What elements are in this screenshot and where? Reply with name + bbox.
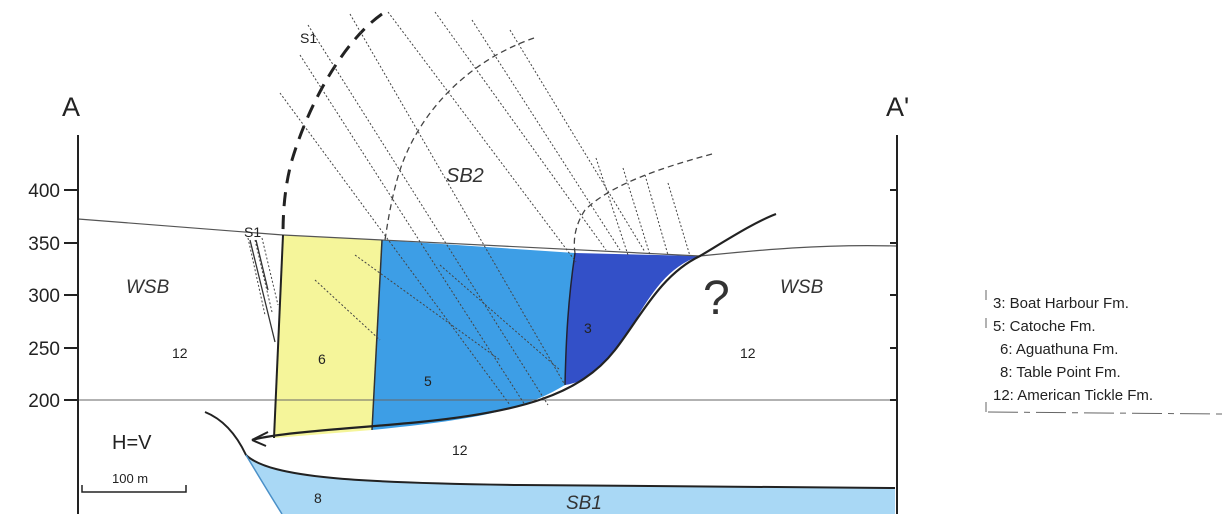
legend-item-3: 3: Boat Harbour Fm. xyxy=(993,295,1129,312)
legend-item-6: 6: Aguathuna Fm. xyxy=(1000,341,1118,358)
scale-bar xyxy=(81,485,187,493)
label-question-mark: ? xyxy=(703,272,730,325)
label-sb2: SB2 xyxy=(446,165,484,187)
unit-label-12-bottom: 12 xyxy=(452,442,468,458)
legend-item-8: 8: Table Point Fm. xyxy=(1000,364,1121,381)
thrust-arrow xyxy=(251,431,269,447)
unit-label-8: 8 xyxy=(314,490,322,506)
legend-item-5: 5: Catoche Fm. xyxy=(993,318,1096,335)
ground-surface-left xyxy=(77,218,284,236)
y-tick-300: 300 xyxy=(28,286,60,307)
ground-surface-mid xyxy=(282,234,701,257)
unit-8-left-edge xyxy=(245,454,283,514)
unit-6-fill xyxy=(274,235,382,438)
label-wsb-left: WSB xyxy=(126,277,170,298)
legend: 3: Boat Harbour Fm. 5: Catoche Fm. 6: Ag… xyxy=(985,290,1223,415)
scale-note: H=V xyxy=(112,432,152,454)
unit-label-12-left: 12 xyxy=(172,345,188,361)
section-end-right: A' xyxy=(886,92,909,122)
unit-label-6: 6 xyxy=(318,351,326,367)
sb2-dashed-left xyxy=(384,37,535,241)
legend-item-12: 12: American Tickle Fm. xyxy=(993,387,1153,404)
sb2-dashed-right xyxy=(573,153,713,254)
label-wsb-right: WSB xyxy=(780,277,824,298)
y-tick-200: 200 xyxy=(28,391,60,412)
unit-5-fill xyxy=(372,240,575,430)
unit-3-fill xyxy=(565,253,700,385)
boundary-5-3 xyxy=(564,252,576,386)
cleavage-lines xyxy=(279,11,691,406)
boundary-6-5 xyxy=(371,239,383,431)
fault-label-s1-left: S1 xyxy=(244,224,261,240)
s1-solid-lines xyxy=(249,239,276,343)
fault-label-s1-top: S1 xyxy=(300,30,317,46)
unit-label-12-right: 12 xyxy=(740,345,756,361)
section-end-left: A xyxy=(62,92,80,122)
right-axis-ticks xyxy=(890,189,897,401)
unit-label-5: 5 xyxy=(424,373,432,389)
thrust-fault-main xyxy=(251,212,777,442)
left-axis-ticks xyxy=(64,189,78,401)
unit-label-3: 3 xyxy=(584,320,592,336)
y-tick-250: 250 xyxy=(28,339,60,360)
fault-left-unit6 xyxy=(273,234,284,439)
ground-surface-right xyxy=(699,245,898,257)
scale-bar-label: 100 m xyxy=(112,471,148,486)
s1-fault-dashed-upper xyxy=(281,12,383,236)
s1-small-faults xyxy=(247,237,279,316)
label-sb1: SB1 xyxy=(566,493,602,514)
lower-fault xyxy=(204,411,896,489)
y-tick-350: 350 xyxy=(28,234,60,255)
y-tick-400: 400 xyxy=(28,181,60,202)
unit-8-fill xyxy=(246,455,895,514)
